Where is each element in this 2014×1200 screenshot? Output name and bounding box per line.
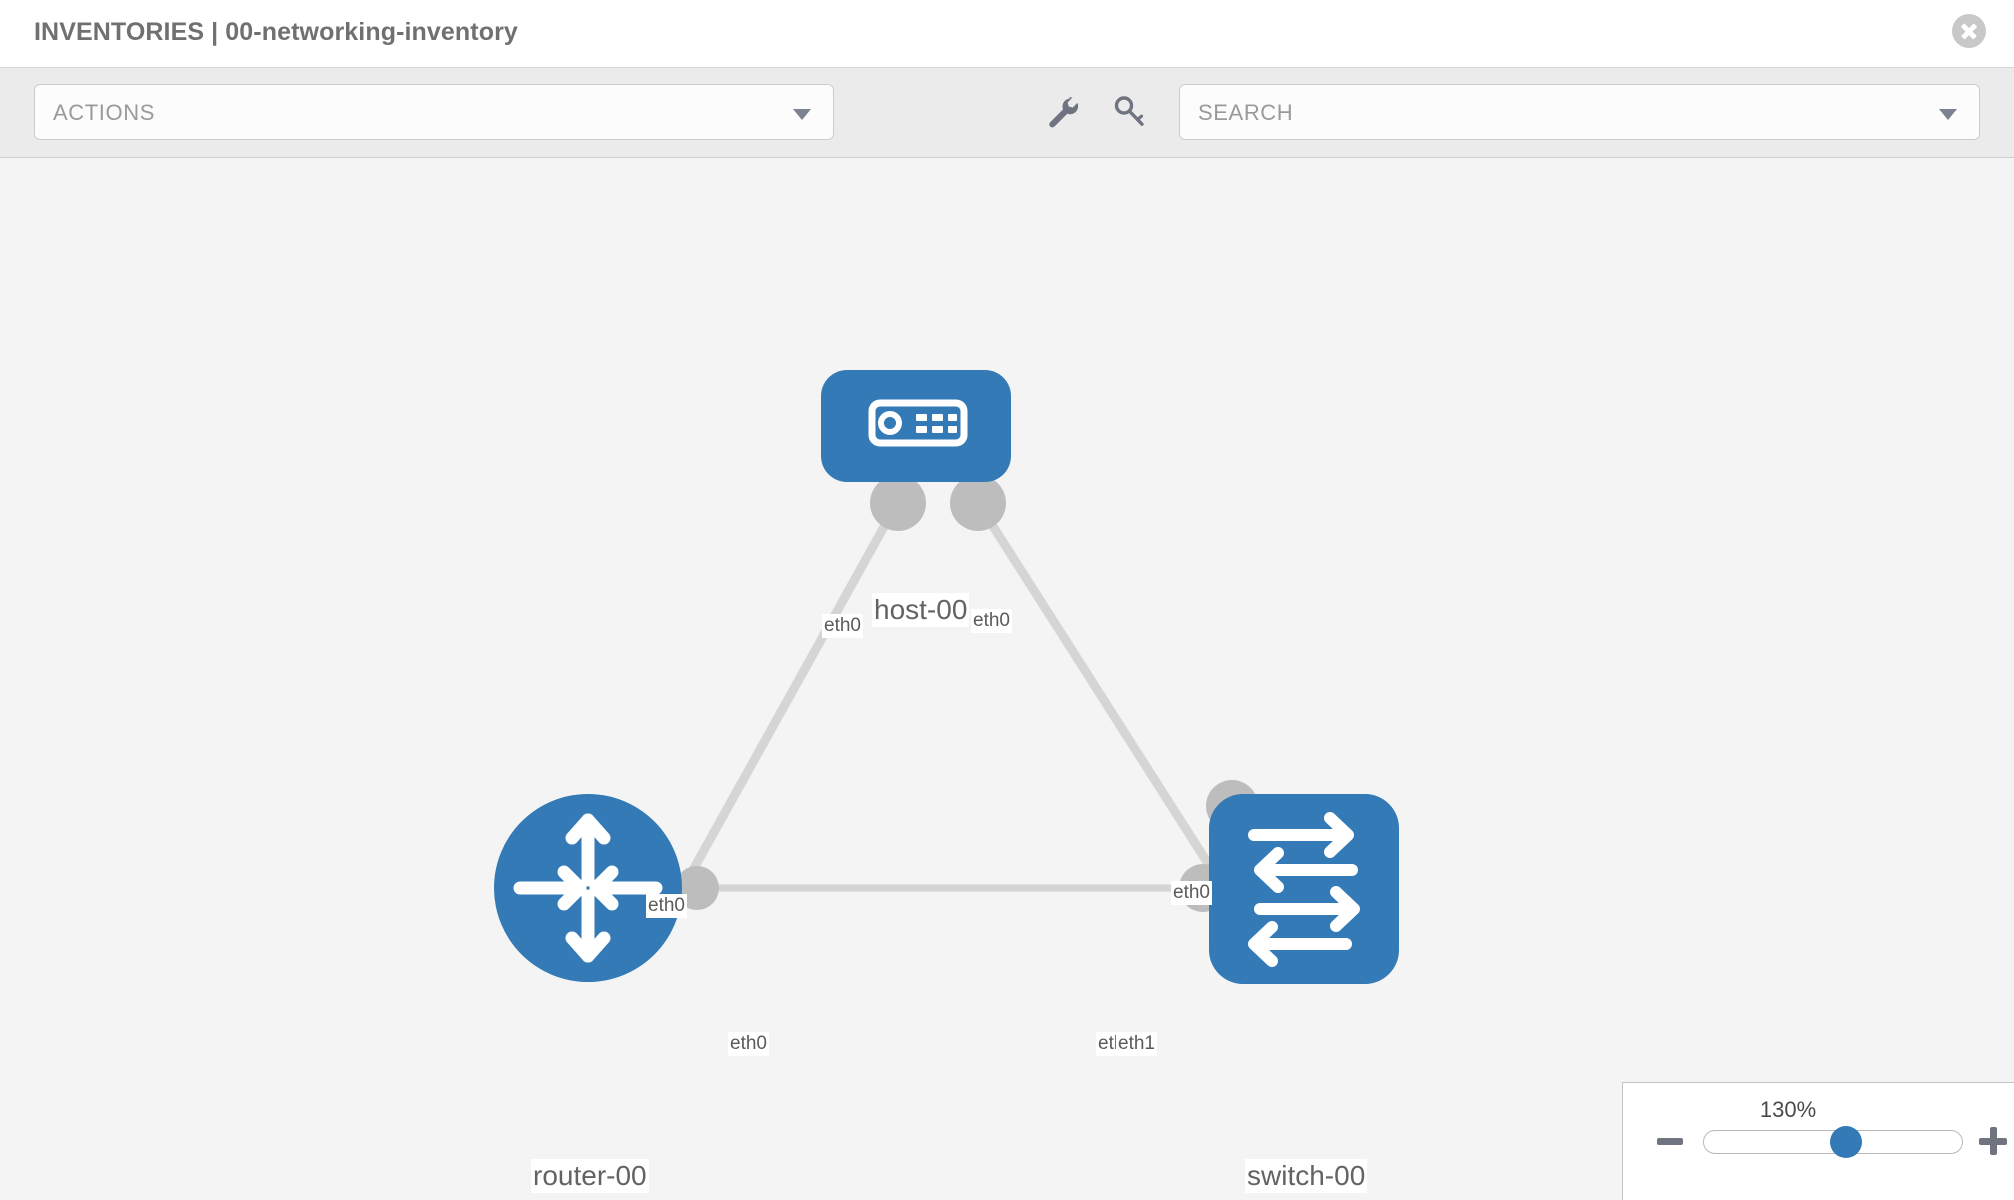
wrench-icon[interactable] bbox=[1042, 92, 1082, 132]
topology-canvas[interactable]: host-00 router-00 switch-00 eth0 eth0 et… bbox=[0, 158, 2014, 1200]
zoom-slider[interactable] bbox=[1703, 1126, 1963, 1158]
plus-icon-bar-v bbox=[1990, 1127, 1997, 1155]
iface-label-switch-up: eth0 bbox=[1171, 881, 1212, 905]
link-group bbox=[679, 495, 1234, 901]
search-placeholder: SEARCH bbox=[1198, 100, 1294, 125]
actions-dropdown-label: ACTIONS bbox=[53, 100, 155, 125]
node-label-host: host-00 bbox=[872, 593, 970, 627]
link-host-switch bbox=[971, 495, 1234, 901]
node-router-00[interactable] bbox=[494, 794, 682, 982]
chevron-down-icon bbox=[793, 109, 811, 120]
node-label-switch: switch-00 bbox=[1245, 1159, 1368, 1193]
connector-host-left bbox=[870, 475, 926, 531]
iface-label-switch-left-b: eth1 bbox=[1116, 1032, 1157, 1056]
actions-dropdown[interactable]: ACTIONS bbox=[34, 84, 834, 140]
iface-label-host-left: eth0 bbox=[822, 614, 863, 638]
zoom-slider-thumb[interactable] bbox=[1830, 1126, 1862, 1158]
plus-icon[interactable] bbox=[1979, 1127, 2007, 1155]
chevron-down-icon[interactable] bbox=[1939, 109, 1957, 120]
close-icon[interactable] bbox=[1952, 14, 1986, 48]
node-switch-00[interactable] bbox=[1209, 794, 1399, 984]
connector-group bbox=[675, 475, 1258, 912]
minus-icon[interactable] bbox=[1657, 1138, 1683, 1145]
connector-host-right bbox=[950, 475, 1006, 531]
node-label-router: router-00 bbox=[531, 1159, 649, 1193]
toolbar: ACTIONS SEARCH bbox=[0, 68, 2014, 158]
title-bar: INVENTORIES | 00-networking-inventory bbox=[0, 0, 2014, 68]
page-title: INVENTORIES | 00-networking-inventory bbox=[34, 18, 518, 46]
link-host-router bbox=[679, 495, 904, 891]
iface-label-router-right: eth0 bbox=[728, 1032, 769, 1056]
zoom-control-panel: 130% bbox=[1622, 1082, 2014, 1200]
topology-graph bbox=[494, 370, 1399, 984]
zoom-level-value: 130% bbox=[1759, 1097, 1817, 1122]
iface-label-router-up: eth0 bbox=[646, 894, 687, 918]
key-icon[interactable] bbox=[1110, 92, 1150, 132]
search-input[interactable]: SEARCH bbox=[1179, 84, 1980, 140]
iface-label-host-right: eth0 bbox=[971, 609, 1012, 633]
node-host-00[interactable] bbox=[821, 370, 1011, 482]
